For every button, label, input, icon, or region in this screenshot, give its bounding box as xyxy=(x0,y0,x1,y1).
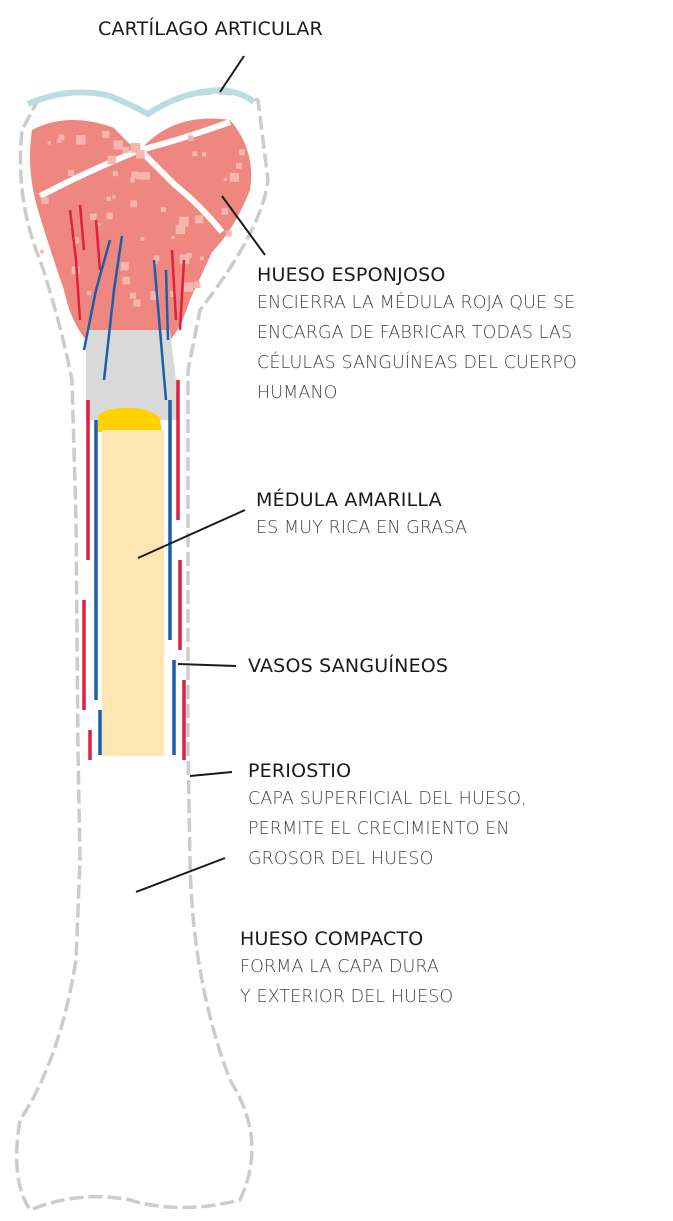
yellow-marrow-label: MÉDULA AMARILLA ES MUY RICA EN GRASA xyxy=(256,489,467,543)
spongy-speckle xyxy=(202,152,207,157)
leader-spongy xyxy=(221,195,266,256)
spongy-speckle xyxy=(107,155,117,165)
spongy-speckle xyxy=(90,213,97,221)
leader-vessels xyxy=(177,663,237,667)
spongy-speckle xyxy=(122,276,130,285)
spongy-speckle xyxy=(113,140,123,150)
spongy-speckle xyxy=(142,172,150,180)
spongy-speckle xyxy=(136,150,145,159)
spongy-speckle xyxy=(160,207,166,213)
vessels-title: VASOS SANGUÍNEOS xyxy=(248,655,449,677)
spongy-speckle xyxy=(133,299,141,307)
spongy-speckle xyxy=(87,291,92,296)
articular-cartilage xyxy=(26,86,256,118)
leader-yellow xyxy=(137,509,246,559)
spongy-speckle xyxy=(112,171,118,177)
spongy-speckle xyxy=(67,169,75,176)
bone-outline xyxy=(14,90,270,1213)
spongy-speckle xyxy=(170,290,177,297)
spongy-speckle xyxy=(102,130,110,139)
blood-vessels xyxy=(68,204,186,760)
yellow-marrow-title: MÉDULA AMARILLA xyxy=(256,489,442,511)
spongy-label: HUESO ESPONJOSO ENCIERRA LA MÉDULA ROJA … xyxy=(257,264,577,408)
spongy-speckle xyxy=(179,254,190,265)
spongy-speckle xyxy=(193,281,201,288)
spongy-speckles xyxy=(40,130,245,411)
spongy-speckle xyxy=(140,237,145,241)
spongy-speckle xyxy=(200,256,204,261)
marrow-cavity xyxy=(86,330,178,420)
compact-title: HUESO COMPACTO xyxy=(240,928,424,950)
spongy-speckle xyxy=(175,224,186,235)
spongy-speckle xyxy=(120,262,129,271)
spongy-speckle xyxy=(235,162,242,169)
yellow-marrow-desc: ES MUY RICA EN GRASA xyxy=(256,518,468,538)
spongy-speckle xyxy=(229,172,240,182)
spongy-speckle xyxy=(56,138,62,143)
spongy-speckle xyxy=(130,177,135,183)
spongy-speckle xyxy=(238,149,245,156)
periosteum-label: PERIOSTIO CAPA SUPERFICIAL DEL HUESO, PE… xyxy=(248,760,527,874)
compact-label: HUESO COMPACTO FORMA LA CAPA DURA Y EXTE… xyxy=(240,928,453,1012)
spongy-speckle xyxy=(40,249,44,254)
spongy-speckle xyxy=(130,200,137,208)
spongy-speckle xyxy=(41,196,49,205)
spongy-speckle xyxy=(186,252,192,258)
spongy-title: HUESO ESPONJOSO xyxy=(257,264,446,286)
spongy-speckle xyxy=(130,142,141,153)
leader-cartilage xyxy=(219,55,245,93)
leader-compact xyxy=(135,857,226,893)
spongy-speckle xyxy=(72,237,79,244)
spongy-speckle xyxy=(187,135,194,141)
spongy-speckle xyxy=(225,230,232,237)
spongy-speckle xyxy=(178,216,189,227)
spongy-speckle xyxy=(221,208,229,215)
periosteum-desc: CAPA SUPERFICIAL DEL HUESO, PERMITE EL C… xyxy=(248,789,527,869)
spongy-speckle xyxy=(153,255,160,262)
spongy-speckle xyxy=(112,195,116,199)
spongy-speckle xyxy=(106,196,111,202)
spongy-speckle xyxy=(58,134,65,141)
spongy-speckle xyxy=(192,151,198,157)
yellow-marrow-top xyxy=(98,408,162,432)
leader-lines xyxy=(135,55,266,893)
spongy-speckle xyxy=(150,291,160,301)
periosteum-title: PERIOSTIO xyxy=(248,760,352,782)
leader-periosteum xyxy=(189,771,233,777)
compact-desc: FORMA LA CAPA DURA Y EXTERIOR DEL HUESO xyxy=(240,957,454,1007)
spongy-speckle xyxy=(97,222,101,227)
cartilage-title: CARTÍLAGO ARTICULAR xyxy=(98,18,323,40)
spongy-speckle xyxy=(195,215,204,224)
spongy-speckle xyxy=(76,135,86,145)
spongy-speckle xyxy=(171,235,175,240)
yellow-marrow xyxy=(102,430,164,756)
spongy-speckle xyxy=(47,141,51,145)
spongy-desc: ENCIERRA LA MÉDULA ROJA QUE SE ENCARGA D… xyxy=(257,293,577,403)
spongy-speckle xyxy=(131,171,139,179)
spongy-speckle xyxy=(223,177,227,182)
spongy-speckle xyxy=(136,172,144,180)
spongy-speckle xyxy=(129,292,137,299)
spongy-speckle xyxy=(106,212,114,220)
spongy-speckle xyxy=(122,146,130,154)
spongy-speckle xyxy=(184,282,194,292)
